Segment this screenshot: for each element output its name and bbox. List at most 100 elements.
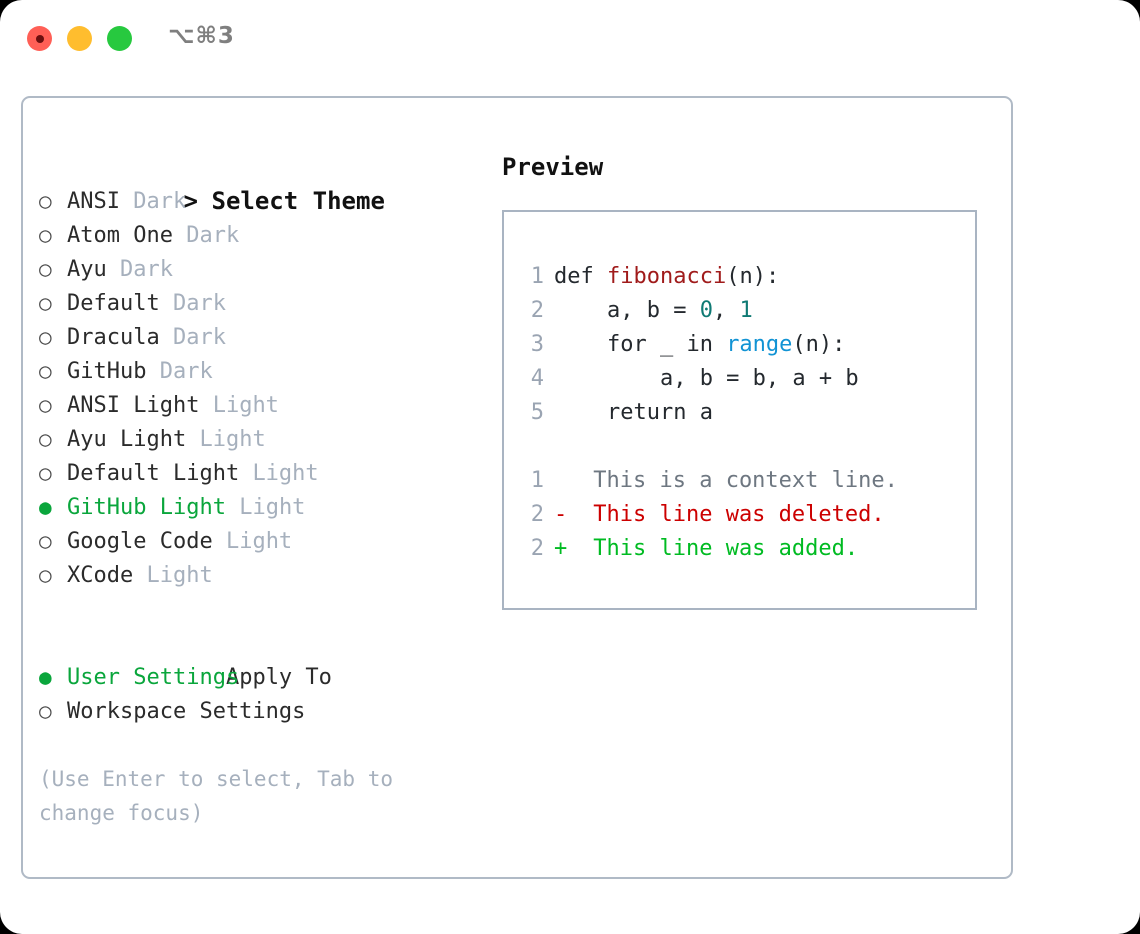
apply-to-option-label: User Settings — [67, 665, 240, 690]
theme-option-label: Dracula — [67, 325, 160, 350]
code-line-number: 1 — [530, 264, 544, 289]
code-line: 1 def fibonacci(n): — [504, 260, 975, 294]
theme-option-variant-tag: Light — [212, 393, 279, 418]
diff-line-number: 1 — [530, 468, 544, 493]
theme-option-variant-tag: Dark — [159, 359, 213, 384]
code-token-plain: return a — [554, 400, 713, 425]
window-shortcut-label: ⌥⌘3 — [168, 23, 235, 49]
apply-to-option-workspace-settings[interactable]: ○ Workspace Settings — [39, 694, 479, 728]
diff-marker: - — [554, 502, 568, 527]
theme-option-ansi-light[interactable]: ○ ANSI Light Light — [39, 388, 479, 422]
theme-option-default-light[interactable]: ○Default Light Light — [39, 456, 479, 490]
theme-option-label: Default — [67, 291, 160, 316]
radio-unselected-icon: ○ — [39, 257, 52, 281]
code-line: 4 a, b = b, a + b — [504, 362, 975, 396]
theme-list: ○ANSI Dark○Atom One Dark○Ayu Dark○Defaul… — [39, 184, 479, 592]
radio-unselected-icon: ○ — [39, 393, 52, 417]
radio-unselected-icon: ○ — [39, 291, 52, 315]
theme-option-variant-tag: Dark — [133, 189, 187, 214]
theme-option-variant-tag: Dark — [172, 325, 226, 350]
code-token-num: 0 — [699, 298, 713, 323]
code-token-fn: fibonacci — [606, 264, 727, 289]
radio-unselected-icon: ○ — [39, 325, 52, 349]
code-token-plain: a, b = b, a + b — [554, 366, 859, 391]
theme-option-label: Ayu Light — [67, 427, 187, 452]
caret-icon: > — [183, 187, 198, 215]
radio-unselected-icon: ○ — [39, 189, 52, 213]
theme-option-ayu-light[interactable]: ○ Ayu Light Light — [39, 422, 479, 456]
code-token-num: 1 — [739, 298, 753, 323]
theme-option-dracula[interactable]: ○ Dracula Dark — [39, 320, 479, 354]
diff-line-text: This line was deleted. — [580, 502, 885, 527]
theme-option-ansi[interactable]: ○ ANSI Dark — [39, 184, 479, 218]
theme-option-label: Default Light — [67, 461, 240, 486]
diff-line-add: 2+ This line was added. — [504, 532, 975, 566]
zoom-button-icon[interactable] — [107, 26, 132, 51]
apply-to-option-label: Workspace Settings — [67, 699, 306, 724]
diff-line-number: 2 — [530, 502, 544, 527]
code-token-plain: (n): — [792, 332, 846, 357]
theme-option-variant-tag: Light — [225, 529, 293, 554]
code-token-plain: a, b = — [554, 298, 700, 323]
theme-option-github-light[interactable]: ● GitHub Light Light — [39, 490, 479, 524]
radio-unselected-icon: ○ — [39, 529, 52, 553]
radio-unselected-icon: ○ — [39, 699, 52, 723]
theme-option-variant-tag: Dark — [172, 291, 226, 316]
code-line-number: 5 — [530, 400, 544, 425]
code-token-plain: , — [712, 298, 740, 323]
radio-unselected-icon: ○ — [39, 427, 52, 451]
diff-line-context: 1 This is a context line. — [504, 464, 975, 498]
radio-selected-icon: ● — [39, 665, 52, 689]
select-theme-title: Select Theme — [211, 187, 385, 215]
apply-to-header: ○Apply To — [39, 626, 479, 690]
theme-option-variant-tag: Light — [146, 563, 213, 588]
theme-option-label: Google Code — [67, 529, 213, 554]
code-line-number: 4 — [530, 366, 544, 391]
diff-sample: 1 This is a context line.2- This line wa… — [504, 464, 975, 566]
code-line-number: 2 — [530, 298, 544, 323]
theme-option-variant-tag: Dark — [186, 223, 240, 248]
theme-option-xcode[interactable]: ○ XCode Light — [39, 558, 479, 592]
traffic-light-buttons — [27, 26, 132, 51]
theme-option-variant-tag: Light — [239, 495, 306, 520]
minimize-button-icon[interactable] — [67, 26, 92, 51]
code-token-bi: range — [726, 332, 793, 357]
code-line: 5 return a — [504, 396, 975, 430]
diff-line-del: 2- This line was deleted. — [504, 498, 975, 532]
theme-option-label: XCode — [67, 563, 134, 588]
theme-option-variant-tag: Light — [199, 427, 266, 452]
code-line: 2 a, b = 0, 1 — [504, 294, 975, 328]
code-token-plain: (n): — [726, 264, 780, 289]
theme-option-variant-tag: Dark — [120, 257, 173, 282]
apply-to-section: ○Apply To ● User Settings ○ Workspace Setti… — [39, 626, 479, 728]
apply-to-option-user-settings[interactable]: ● User Settings — [39, 660, 479, 694]
theme-option-ayu[interactable]: ○Ayu Dark — [39, 252, 479, 286]
radio-unselected-icon: ○ — [39, 563, 52, 587]
code-line: 3 for _ in range(n): — [504, 328, 975, 362]
diff-line-number: 2 — [530, 536, 544, 561]
preview-title: Preview — [502, 153, 604, 181]
theme-option-label: ANSI Light — [67, 393, 200, 418]
code-line-number: 3 — [530, 332, 544, 357]
radio-selected-icon: ● — [39, 495, 52, 519]
theme-option-github[interactable]: ○GitHub Dark — [39, 354, 479, 388]
close-button-icon[interactable] — [27, 26, 52, 51]
theme-option-google-code[interactable]: ○ Google Code Light — [39, 524, 479, 558]
radio-unselected-icon: ○ — [39, 359, 52, 383]
theme-option-label: Atom One — [67, 223, 173, 248]
apply-to-list: ● User Settings ○ Workspace Settings — [39, 660, 479, 728]
diff-marker — [554, 464, 580, 498]
diff-line-text: This is a context line. — [580, 468, 898, 493]
theme-option-atom-one[interactable]: ○ Atom One Dark — [39, 218, 479, 252]
theme-option-label: GitHub Light — [67, 495, 226, 520]
radio-unselected-icon: ○ — [39, 223, 52, 247]
title-bar: ⌥⌘3 — [0, 0, 1140, 78]
theme-option-default[interactable]: ○ Default Dark — [39, 286, 479, 320]
theme-option-label: ANSI — [67, 189, 120, 214]
code-token-plain: def — [554, 264, 607, 289]
theme-picker-column: >Select Theme ○ANSI Dark○Atom One Dark○A… — [39, 150, 479, 830]
